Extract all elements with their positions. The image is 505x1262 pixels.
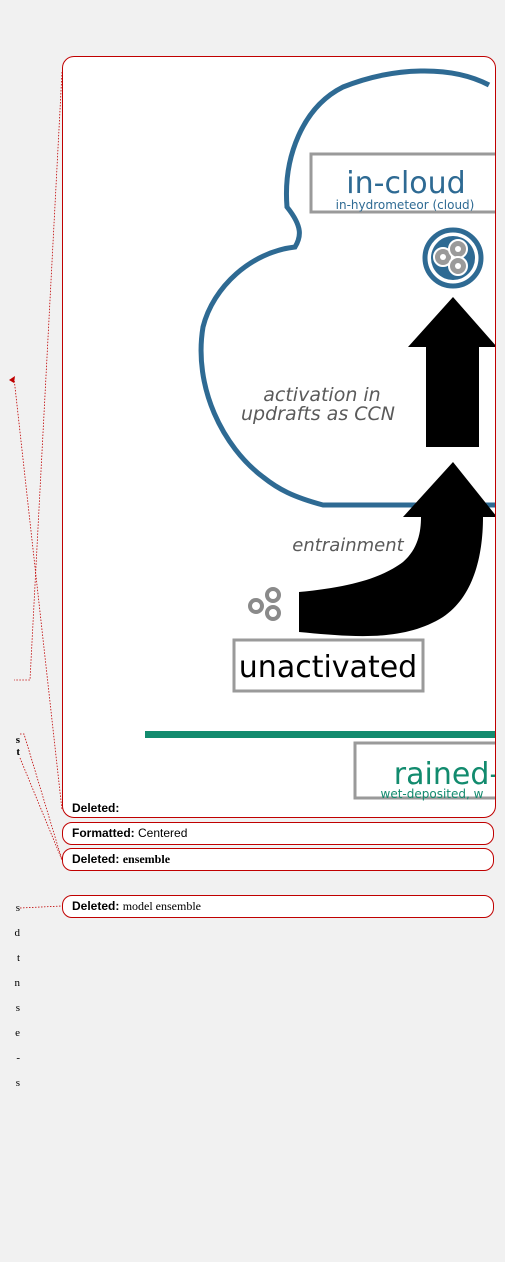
- activation-arrow: [408, 297, 495, 447]
- comment-balloon-deleted-2[interactable]: Deleted: model ensemble: [62, 895, 494, 918]
- left-text-fragment: t: [16, 746, 20, 758]
- comment-text: ensemble: [122, 852, 171, 866]
- comment-balloon-formatted[interactable]: Formatted: Centered: [62, 822, 494, 845]
- incloud-box: [309, 152, 495, 214]
- left-text-fragment: s: [15, 1002, 20, 1014]
- aerosol-icon: [248, 587, 281, 621]
- left-text-fragment: d: [14, 927, 21, 939]
- left-text-fragment: s: [15, 1077, 20, 1089]
- unactivated-label: unactivated: [239, 650, 417, 685]
- entrainment-arrow: [299, 462, 495, 637]
- comment-label: Deleted:: [72, 801, 120, 815]
- comment-label: Deleted:: [72, 852, 120, 866]
- comment-label: Deleted:: [72, 899, 120, 913]
- unactivated-box: [232, 638, 425, 693]
- entrainment-label: entrainment: [292, 535, 404, 556]
- rained-subtitle: wet-deposited, w: [381, 787, 484, 801]
- ground-line: [145, 731, 495, 738]
- comment-label: Formatted:: [72, 826, 135, 840]
- comment-balloon-deleted[interactable]: Deleted: ensemble: [62, 848, 494, 871]
- left-text-fragment: e: [15, 1027, 20, 1039]
- left-text-fragment: s: [15, 902, 20, 914]
- incloud-title: in-cloud: [346, 166, 465, 201]
- left-text-fragment: n: [14, 977, 21, 989]
- aerosol-figure: in-cloud in-hydrometeor (cloud) activati…: [145, 68, 496, 801]
- incloud-subtitle: in-hydrometeor (cloud): [336, 198, 475, 212]
- left-text-fragment: s: [15, 734, 20, 746]
- rained-title: rained-: [394, 757, 496, 792]
- activation-line1: activation in: [263, 384, 380, 406]
- figure-comment-balloon[interactable]: in-cloud in-hydrometeor (cloud) activati…: [62, 56, 496, 818]
- comment-text: Centered: [138, 826, 188, 840]
- left-text-fragment: t: [16, 952, 20, 964]
- left-text-fragment: -: [16, 1052, 20, 1064]
- rained-box: [353, 741, 495, 800]
- comment-text: model ensemble: [122, 899, 201, 913]
- cloud-outline: [198, 68, 495, 508]
- activation-line2: updrafts as CCN: [241, 403, 395, 425]
